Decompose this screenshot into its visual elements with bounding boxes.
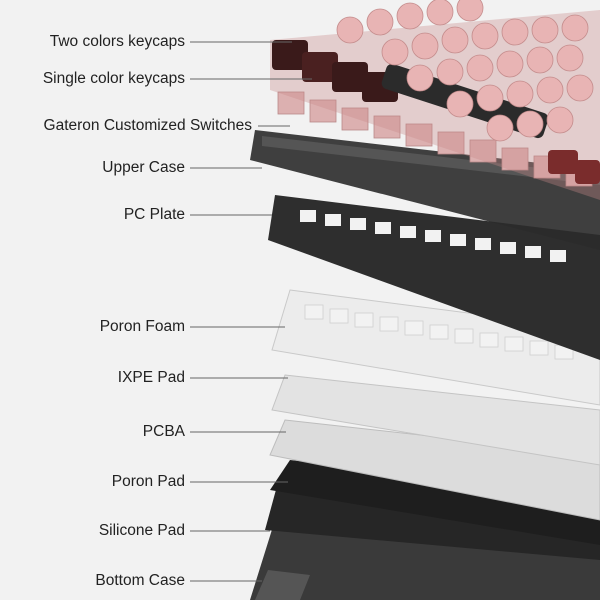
poron-foam-layer bbox=[271, 289, 600, 406]
label-ixpe-pad: IXPE Pad bbox=[117, 369, 185, 386]
label-silicone-pad: Silicone Pad bbox=[98, 522, 185, 539]
label-bottom-case: Bottom Case bbox=[95, 572, 185, 589]
label-upper-case: Upper Case bbox=[102, 159, 185, 176]
keycaps-layer bbox=[270, 0, 600, 200]
ixpe-pad-layer bbox=[271, 374, 600, 466]
pc-plate-layer bbox=[268, 195, 600, 360]
leader-lines bbox=[190, 41, 312, 582]
label-poron-pad: Poron Pad bbox=[111, 473, 185, 490]
label-pc-plate: PC Plate bbox=[123, 206, 185, 223]
label-two-colors-keycaps: Two colors keycaps bbox=[49, 33, 185, 50]
label-poron-foam: Poron Foam bbox=[99, 318, 185, 335]
label-gateron-switches: Gateron Customized Switches bbox=[43, 117, 252, 134]
poron-pad-layer bbox=[270, 460, 600, 545]
label-pcba: PCBA bbox=[142, 423, 185, 440]
label-single-color-keycaps: Single color keycaps bbox=[42, 70, 185, 87]
bottom-case-layer bbox=[250, 520, 600, 600]
